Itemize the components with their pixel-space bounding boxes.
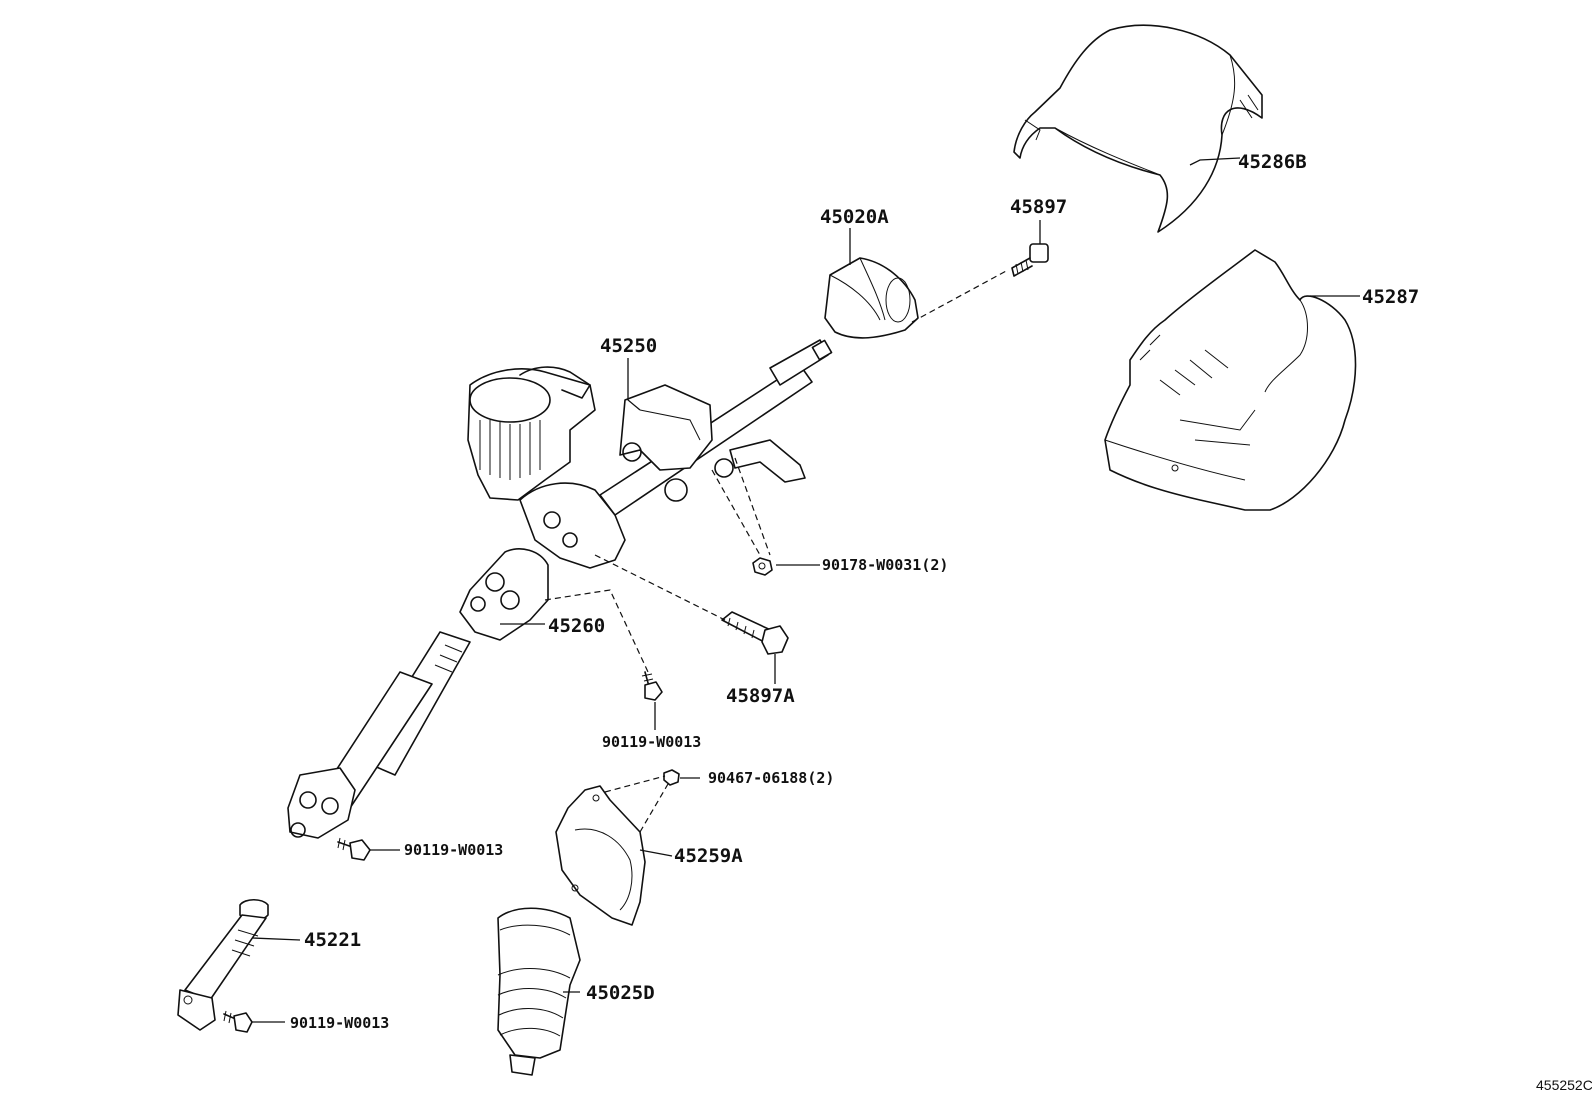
label-45897: 45897 <box>1010 196 1067 218</box>
column-hole-cover-45259A <box>555 785 646 926</box>
bolt-90119-W0013-c <box>223 1010 253 1033</box>
bolt-45897 <box>1011 243 1049 277</box>
steering-column-boot-45025D <box>497 907 581 1076</box>
label-45287: 45287 <box>1362 286 1419 308</box>
label-90119-W0013-b: 90119-W0013 <box>404 841 503 859</box>
label-90119-W0013-c: 90119-W0013 <box>290 1014 389 1032</box>
bolt-90119-W0013-b <box>337 837 371 861</box>
nut-90178-W0031 <box>752 557 773 576</box>
upper-column-cover-45286B <box>1013 24 1263 233</box>
dashed-connectors <box>544 269 1009 833</box>
label-45025D: 45025D <box>586 982 655 1004</box>
label-45260: 45260 <box>548 615 605 637</box>
ignition-lock-cylinder-45020A <box>824 257 919 339</box>
label-45897A: 45897A <box>726 685 795 707</box>
bolt-90119-W0013-a <box>641 671 663 701</box>
label-90467-06188: 90467-06188(2) <box>708 769 834 787</box>
intermediate-shaft-45260 <box>287 548 549 839</box>
label-90119-W0013-a: 90119-W0013 <box>602 733 701 751</box>
label-45286B: 45286B <box>1238 151 1307 173</box>
bolt-45897A <box>721 611 789 655</box>
label-45259A: 45259A <box>674 845 743 867</box>
diagram-reference-id: 455252C <box>1536 1077 1592 1093</box>
label-45020A: 45020A <box>820 206 889 228</box>
label-45221: 45221 <box>304 929 361 951</box>
steering-column-assembly-45250 <box>467 339 833 569</box>
label-90178-W0031: 90178-W0031(2) <box>822 556 948 574</box>
steering-shaft-45221 <box>177 898 269 1031</box>
label-45250: 45250 <box>600 335 657 357</box>
leader-lines <box>251 157 1360 1023</box>
lower-column-cover-45287 <box>1104 249 1357 511</box>
clip-90467-06188 <box>663 769 680 786</box>
part-labels: 45286B 45020A 45897 45287 45250 90178-W0… <box>290 151 1592 1093</box>
